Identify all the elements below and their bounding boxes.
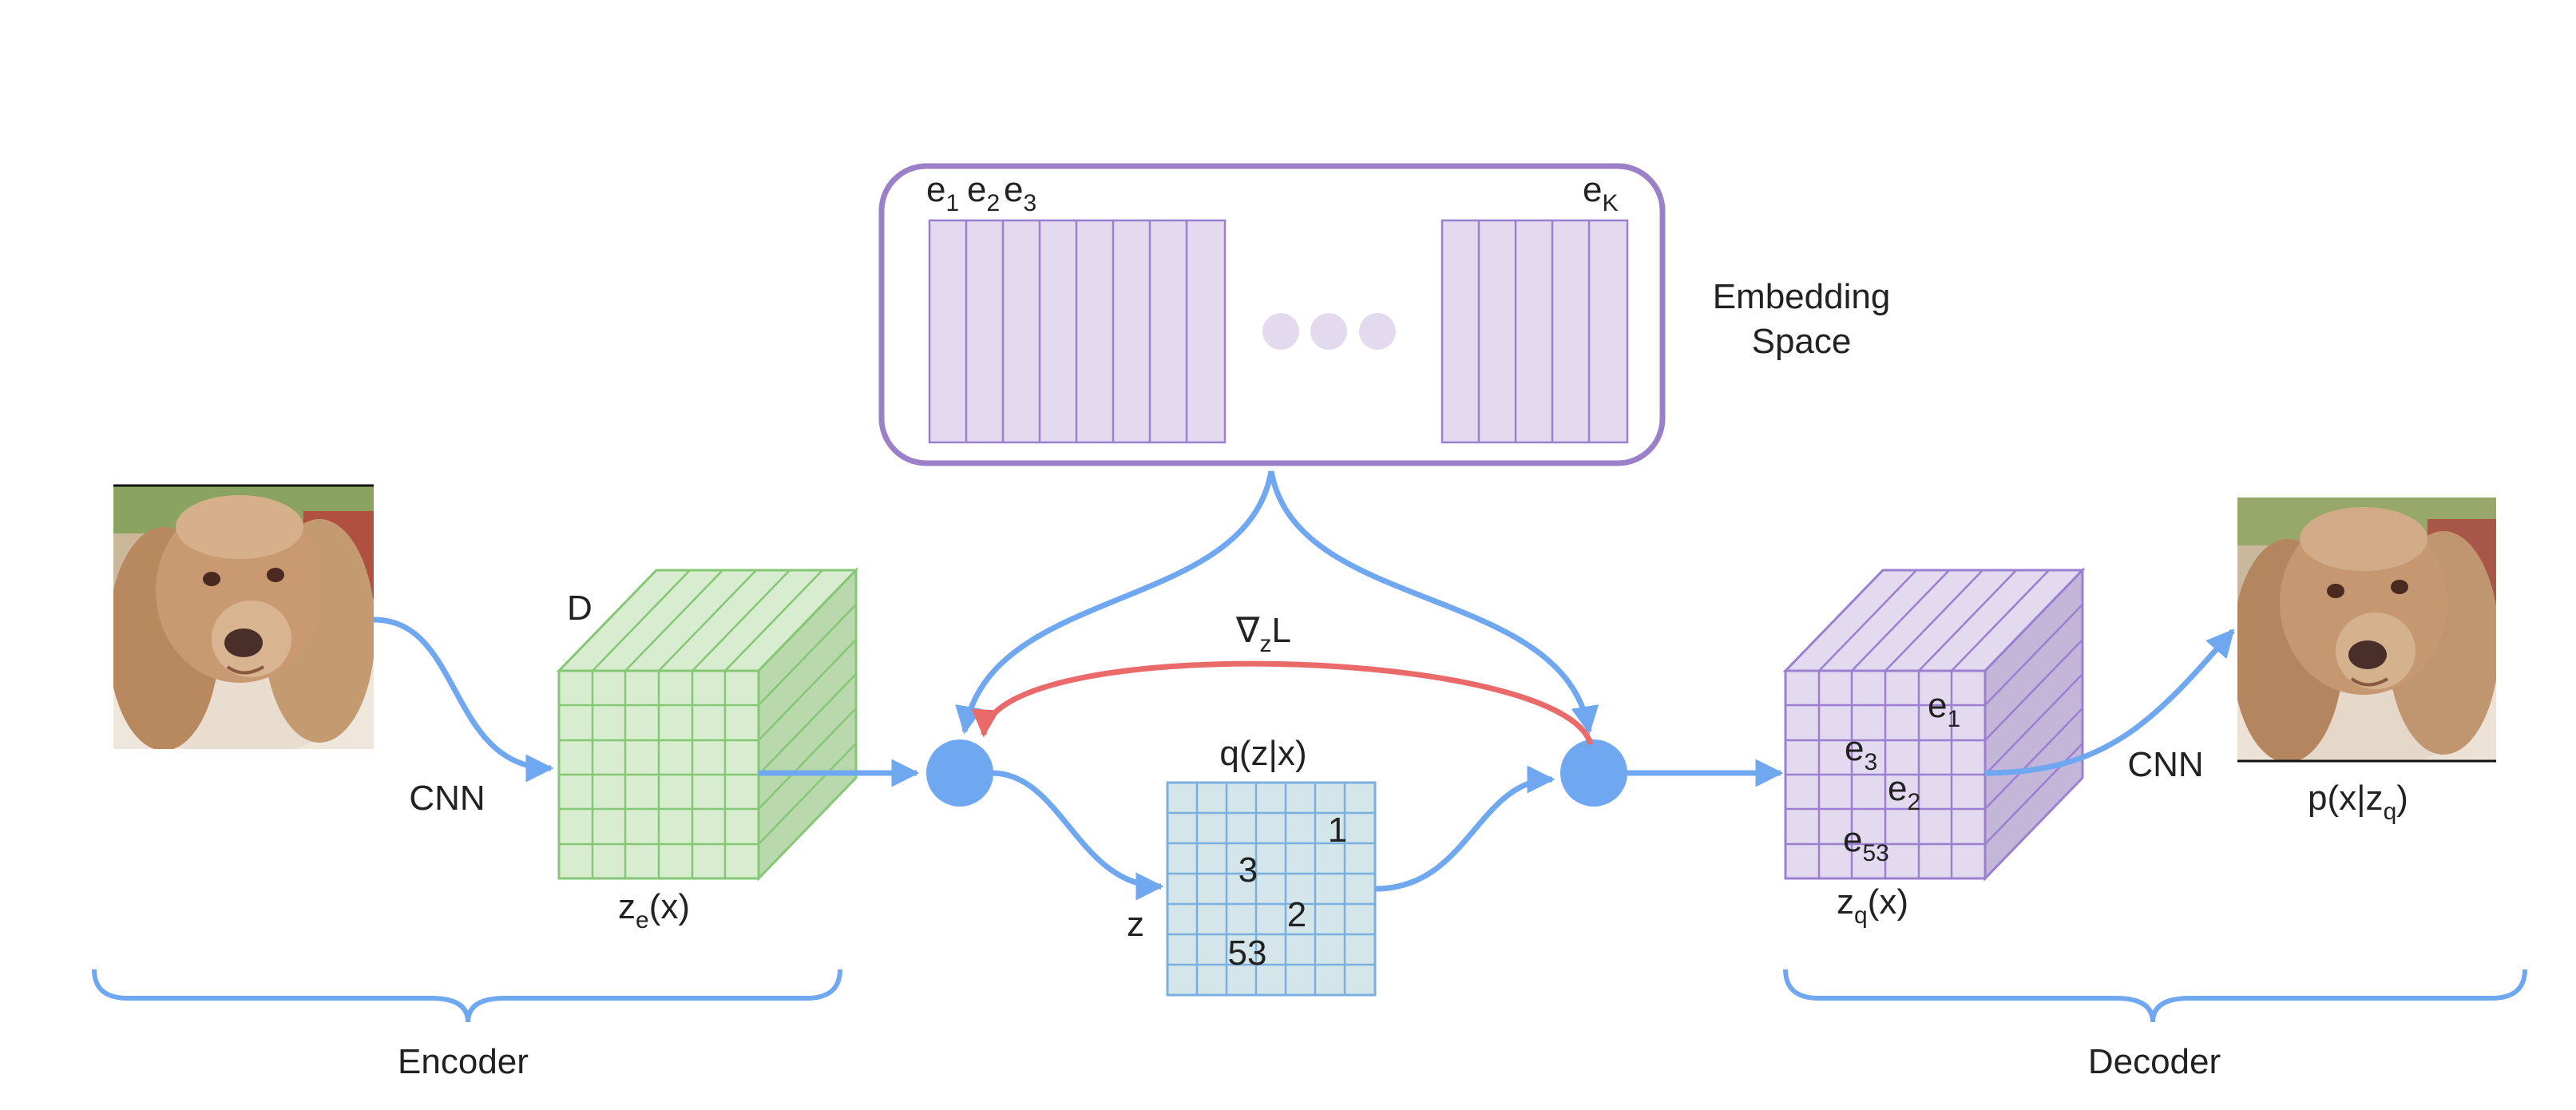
decoder-node <box>1560 739 1627 807</box>
embedding-e2-label: e2 <box>967 170 1000 216</box>
gradient-arrow <box>971 660 1594 746</box>
decoder-cell-e1: e1 <box>1928 686 1960 732</box>
decoder-input-label: zq(x) <box>1837 882 1908 929</box>
output-dog-image <box>2237 498 2496 761</box>
embedding-eK-label: eK <box>1583 170 1619 216</box>
decoder-cell-e3: e3 <box>1845 729 1877 775</box>
grid-cell-1: 1 <box>1328 811 1347 850</box>
decoder-cell-e53: e53 <box>1843 820 1889 866</box>
quantizer-z-label: z <box>1127 905 1144 944</box>
grid-cell-53: 53 <box>1228 934 1267 973</box>
embedding-e3-label: e3 <box>1004 170 1036 216</box>
grid-cell-2: 2 <box>1287 895 1306 934</box>
gradient-label: ∇zL <box>1235 611 1291 657</box>
decoder-section-label: Decoder <box>2088 1042 2221 1081</box>
decoder-input-cube: e1 e3 e2 e53 <box>1782 567 2086 882</box>
node-to-grid-arrow <box>991 770 1164 901</box>
ellipsis-dots-icon <box>1262 313 1396 350</box>
embedding-block-left <box>928 219 1227 444</box>
encoder-depth-label: D <box>567 589 592 628</box>
grid-to-node-arrow <box>1374 765 1556 892</box>
embedding-e1-label: e1 <box>926 170 959 216</box>
quantized-index-grid: 1 3 2 53 <box>1166 781 1377 997</box>
encoder-brace <box>92 969 842 1023</box>
grid-cell-3: 3 <box>1238 850 1258 890</box>
decoder-to-output-arrow <box>1984 628 2235 776</box>
encoder-node <box>926 739 993 807</box>
embedding-to-decoder-node-arrow <box>1268 470 1599 735</box>
embedding-space-subtitle: Space <box>1752 322 1852 361</box>
embedding-space-title: Embedding <box>1713 277 1891 316</box>
embedding-block-right <box>1441 219 1629 444</box>
encoder-cnn-label: CNN <box>409 779 485 818</box>
reconstruction-label: p(x|zq) <box>2308 779 2408 825</box>
input-to-encoder-arrow <box>373 616 554 783</box>
input-dog-image <box>113 486 374 749</box>
quantizer-title: q(z|x) <box>1219 734 1306 773</box>
encoder-section-label: Encoder <box>398 1042 529 1081</box>
embedding-space-panel: e1 e2 e3 eK <box>878 163 1666 466</box>
encoder-output-label: ze(x) <box>618 887 690 934</box>
decoder-brace <box>1783 969 2527 1023</box>
embedding-to-encoder-node-arrow <box>955 470 1274 735</box>
flow-arrows <box>373 470 2235 901</box>
decoder-cnn-label: CNN <box>2127 745 2203 784</box>
encoder-output-cube <box>556 567 859 882</box>
decoder-cell-e2: e2 <box>1888 769 1920 815</box>
